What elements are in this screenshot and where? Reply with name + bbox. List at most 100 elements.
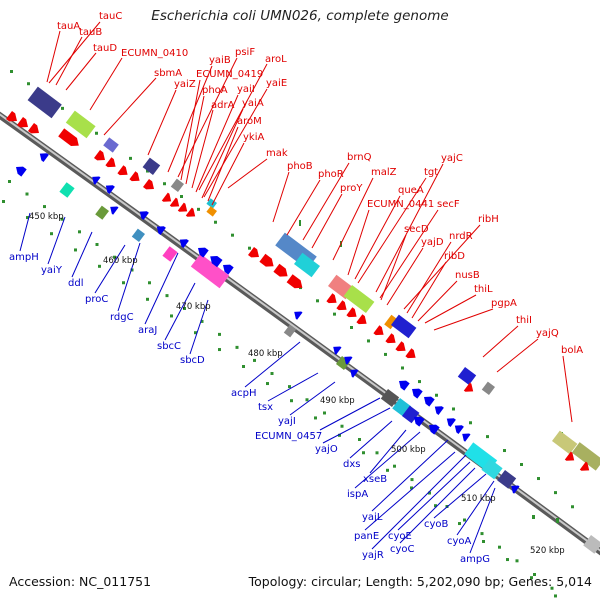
leader-line	[117, 242, 141, 312]
feature-dot	[533, 573, 536, 576]
feature-dot	[253, 358, 256, 362]
leader-line	[357, 177, 427, 284]
leader-line	[191, 109, 214, 189]
gene-label-sbcD: sbcD	[180, 355, 205, 366]
feature-dot	[362, 451, 365, 455]
forward-strand-features	[27, 86, 600, 471]
leader-line	[201, 108, 244, 199]
gene-label-cyoC: cyoC	[390, 544, 415, 555]
feature-dot	[197, 207, 200, 211]
feature-dot	[506, 558, 509, 562]
gene-block	[162, 246, 178, 262]
gene-arrow	[294, 311, 303, 320]
gene-arrow	[326, 293, 337, 304]
gene-block	[583, 534, 600, 554]
feature-dot	[242, 365, 245, 368]
gene-block	[294, 252, 320, 278]
gene-block	[384, 314, 398, 330]
leader-line	[417, 280, 458, 322]
leader-line	[198, 63, 268, 191]
gene-arrow	[156, 226, 166, 235]
gene-arrow	[210, 256, 223, 268]
gene-label-cyoB: cyoB	[424, 519, 449, 530]
feature-dot	[571, 505, 574, 509]
leader-line	[272, 171, 290, 223]
gene-block	[206, 206, 217, 217]
feature-dot	[218, 332, 221, 336]
leader-line	[89, 57, 123, 111]
feature-dot	[537, 477, 540, 481]
feature-dot	[290, 399, 293, 403]
leader-line	[399, 467, 476, 544]
gene-label-mak: mak	[266, 148, 288, 159]
feature-dot	[469, 421, 472, 425]
leader-line	[47, 216, 66, 265]
leader-line	[207, 126, 239, 202]
gene-label-tauD: tauD	[93, 43, 117, 54]
gene-block	[206, 198, 217, 209]
feature-dot	[78, 230, 81, 234]
gene-block	[391, 314, 417, 339]
gene-arrow	[39, 153, 49, 162]
feature-dot	[550, 586, 554, 590]
leader-line	[403, 224, 481, 310]
feature-dot	[482, 540, 485, 543]
gene-label-ribH: ribH	[478, 214, 499, 225]
leader-line	[19, 212, 31, 252]
gene-arrow	[564, 451, 575, 461]
gene-arrow	[177, 202, 188, 212]
gene-block	[142, 157, 161, 176]
gene-arrow	[395, 341, 406, 352]
kbp-tick: 490 kbp	[320, 396, 355, 406]
feature-dot	[218, 348, 221, 352]
gene-label-yaiE: yaiE	[266, 78, 287, 89]
leader-line	[371, 454, 467, 550]
gene-arrow	[248, 247, 259, 258]
feature-dot	[146, 297, 149, 301]
gene-block	[343, 284, 375, 314]
feature-dot	[8, 180, 11, 183]
gene-arrow	[179, 239, 189, 248]
feature-dot	[148, 281, 151, 285]
gene-label-tgt: tgt	[424, 167, 438, 178]
gene-block	[65, 110, 96, 139]
feature-dot	[214, 220, 217, 224]
gene-label-aroM: aroM	[237, 116, 262, 127]
gene-label-araJ: araJ	[138, 325, 157, 336]
leader-line	[289, 381, 336, 416]
feature-dot	[60, 217, 64, 221]
leader-line	[482, 325, 519, 358]
gene-arrow	[105, 185, 115, 194]
feature-dot	[435, 393, 438, 397]
leader-line	[286, 179, 321, 236]
feature-dot	[98, 264, 101, 268]
gene-arrow	[399, 380, 410, 391]
gene-arrow	[28, 123, 39, 134]
feature-dot	[486, 435, 489, 439]
gene-label-ECUMN_0441: ECUMN_0441	[367, 199, 434, 210]
feature-dot	[520, 463, 523, 466]
gene-arrow	[92, 176, 101, 185]
gene-label-ykiA: ykiA	[243, 132, 264, 143]
leader-line	[364, 451, 456, 531]
feature-dot	[129, 156, 132, 160]
feature-dot	[170, 314, 173, 318]
gene-block	[103, 137, 119, 153]
kbp-tick: 520 kbp	[530, 546, 565, 556]
gene-label-sbcC: sbcC	[157, 341, 181, 352]
gene-arrow	[414, 416, 425, 427]
gene-label-yaiY: yaiY	[41, 265, 63, 276]
forward-strand-arrows	[6, 111, 590, 471]
feature-dot	[288, 385, 291, 389]
gene-arrow	[579, 461, 590, 471]
leader-line	[244, 341, 301, 388]
gene-arrow	[198, 247, 209, 258]
gene-label-ribD: ribD	[444, 251, 465, 262]
gene-arrow	[429, 424, 440, 435]
feature-dot	[248, 246, 251, 250]
reverse-strand-features	[59, 182, 600, 554]
gene-block	[170, 178, 185, 193]
gene-label-phoR: phoR	[318, 169, 344, 180]
gene-label-yaiZ: yaiZ	[174, 79, 196, 90]
